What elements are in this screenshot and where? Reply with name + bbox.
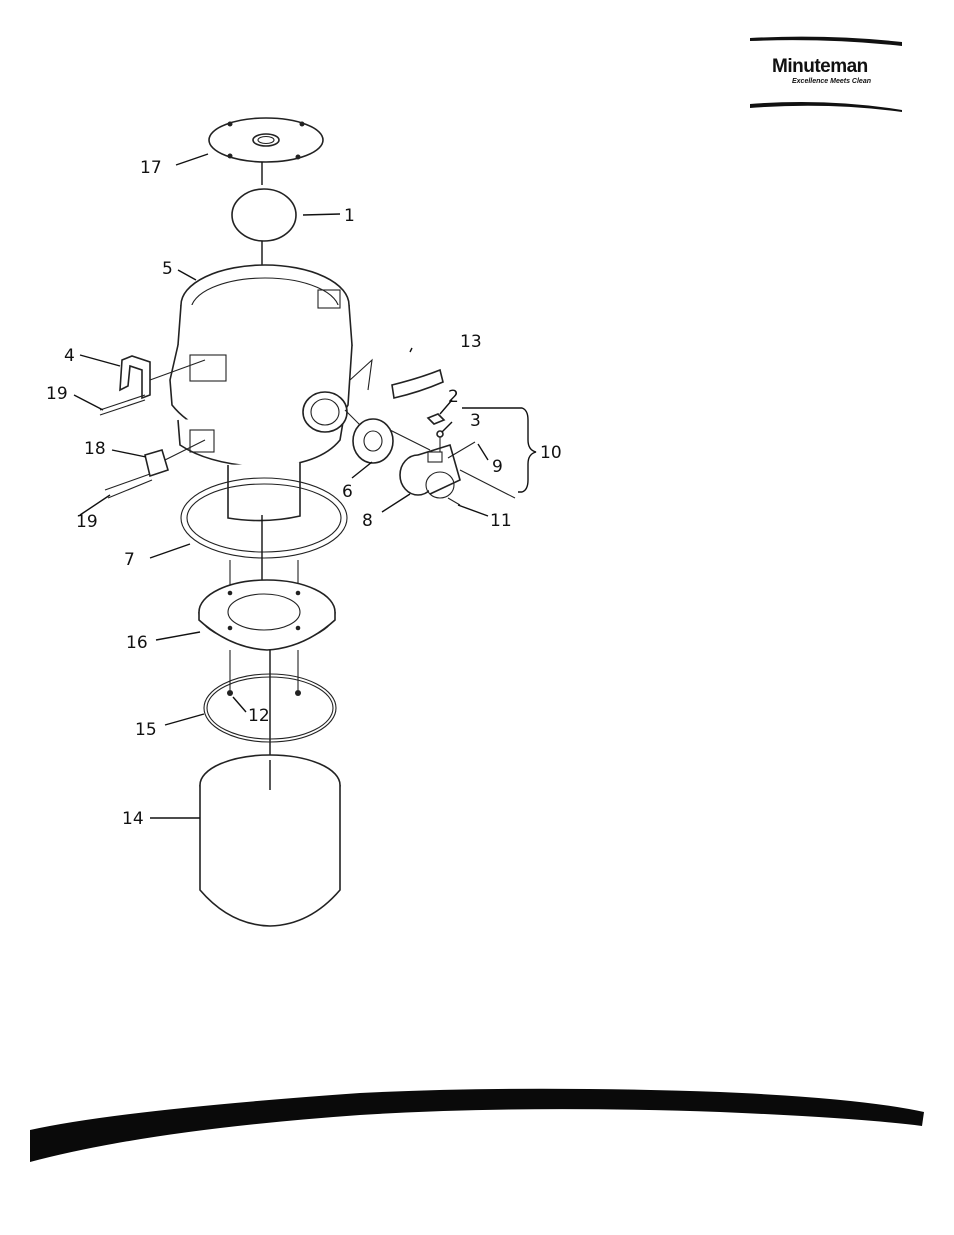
callout-17: 17 [140,158,162,178]
part-9-screw [447,441,476,459]
minuteman-logo: Minuteman Excellence Meets Clean [748,32,904,112]
part-4-bracket [119,355,151,400]
callout-2: 2 [448,387,459,407]
logo-swooshes [750,36,902,112]
part-18-plate [144,449,169,478]
part-1-float-ball [231,188,297,242]
part-7-gasket [180,477,348,559]
bottom-swoosh [30,1088,924,1162]
callout-16: 16 [126,633,148,653]
callout-10: 10 [540,443,562,463]
part-19-screws-upper [99,394,146,416]
callout-7: 7 [124,550,135,570]
callout-14: 14 [122,809,144,829]
part-14-filter-bag [199,754,341,927]
part-11-screw [447,497,461,506]
part-15-clamp-ring [203,673,337,743]
part-motor-stack [227,462,301,522]
callout-19-lower: 19 [76,512,98,532]
part-5-head-housing [169,264,353,468]
callout-3: 3 [470,411,481,431]
part-17-top-plate [208,117,324,163]
part-12-screws [227,690,301,696]
callout-6: 6 [342,482,353,502]
part-6-flange [352,418,394,464]
callout-13: 13 [460,332,482,352]
callout-19-upper: 19 [46,384,68,404]
callout-15: 15 [135,720,157,740]
callout-5: 5 [162,259,173,279]
part-16-filter-plate [198,579,336,651]
part-19-screws-lower [104,473,153,499]
callout-9: 9 [492,457,503,477]
callout-11: 11 [490,511,512,531]
part-2-latch [426,413,446,425]
logo-tagline: Excellence Meets Clean [792,78,871,85]
callout-18: 18 [84,439,106,459]
part-3-spring [436,430,444,452]
callout-12: 12 [248,706,270,726]
leader-lines [73,153,489,819]
callout-4: 4 [64,346,75,366]
logo-brand: Minuteman [772,56,868,77]
part-13-label [391,368,444,399]
callout-1: 1 [344,206,355,226]
bracket-10 [462,407,537,493]
callout-8: 8 [362,511,373,531]
part-8-inlet [399,443,461,499]
callout-labels: 17 1 5 13 4 19 2 3 10 18 9 6 19 8 11 7 1… [46,158,562,829]
